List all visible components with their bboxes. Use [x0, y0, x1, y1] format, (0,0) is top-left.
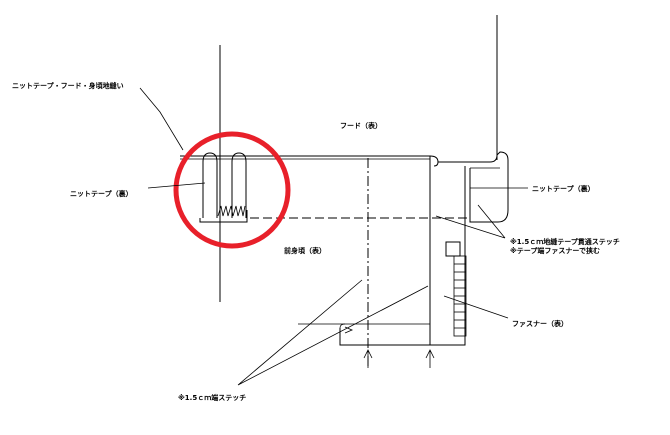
leader-fastener — [443, 295, 509, 319]
label-knit-tape-hood-body: ニットテープ・フード・身頃地縫い — [12, 81, 124, 90]
fastener-teeth — [453, 255, 467, 337]
highlight-circle — [173, 131, 291, 249]
label-knit-tape-left: ニットテープ（裏） — [70, 189, 133, 198]
label-stitch-bottom: ※1.5ｃｍ端ステッチ — [178, 393, 246, 402]
knit-tape-base — [199, 210, 248, 223]
fastener-slider — [445, 241, 461, 257]
leader-stitch-center — [435, 204, 506, 239]
body-inner-fold — [339, 323, 430, 334]
hood-right-edge — [429, 156, 466, 346]
hood-outline — [180, 155, 439, 167]
overlock-zigzag — [217, 205, 246, 217]
label-fastener: ファスナー（表） — [512, 319, 568, 328]
body-bottom-edge — [339, 328, 430, 346]
label-knit-tape-right: ニットテープ（裏） — [532, 184, 595, 193]
label-body: 前身頃（表） — [284, 246, 326, 255]
leader-knit-tape-left — [147, 182, 206, 189]
leader-stitch-bottom — [237, 279, 429, 386]
knit-tape-right-fold — [438, 151, 509, 223]
stitch-marker-center — [363, 349, 373, 368]
stitch-marker-right — [425, 349, 435, 368]
label-hood: フード（表） — [340, 121, 382, 130]
label-stitch-center-1: ※1.5ｃｍ地縫テープ貫通ステッチ — [510, 237, 620, 246]
leader-knit-tape-hood-body — [139, 87, 184, 151]
knit-tape-loop-right — [231, 152, 247, 218]
knit-tape-loop-left — [202, 152, 218, 218]
label-stitch-center-2: ※テープ端ファスナーで挟む — [510, 246, 600, 255]
